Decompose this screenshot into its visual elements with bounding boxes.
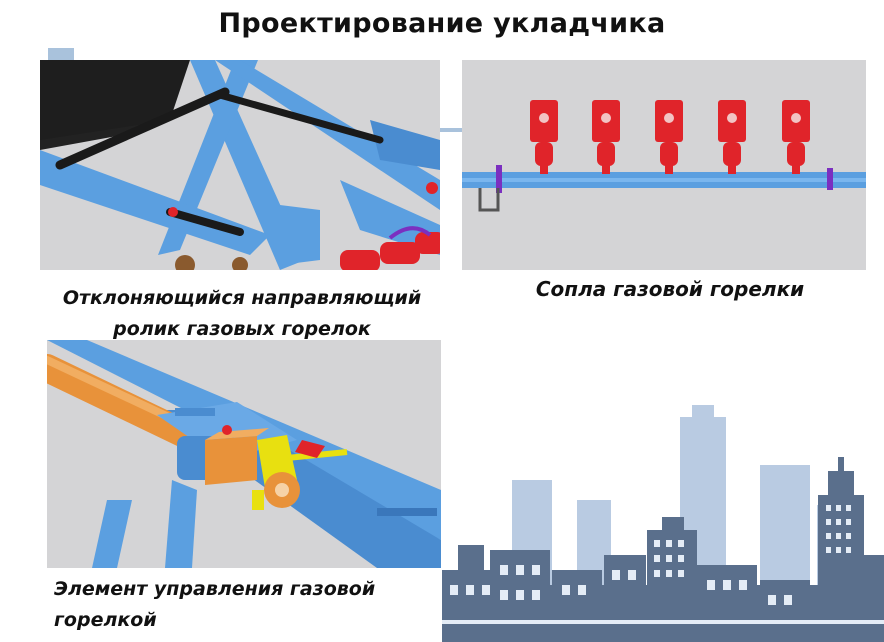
guide-roller-caption: Отклоняющийся направляющий ролик газовых…	[62, 287, 422, 340]
burner-control-caption: Элемент управления газовой горелкой	[54, 578, 376, 631]
burner-nozzles-caption: Сопла газовой горелки	[535, 277, 805, 301]
burner-control-image	[47, 340, 441, 568]
accent-square	[48, 48, 74, 60]
burner-nozzles-image	[462, 60, 866, 270]
accent-bar	[440, 128, 462, 132]
slide-title: Проектирование укладчика	[218, 8, 666, 39]
city-skyline-illustration	[442, 405, 884, 642]
guide-roller-image	[40, 60, 440, 270]
